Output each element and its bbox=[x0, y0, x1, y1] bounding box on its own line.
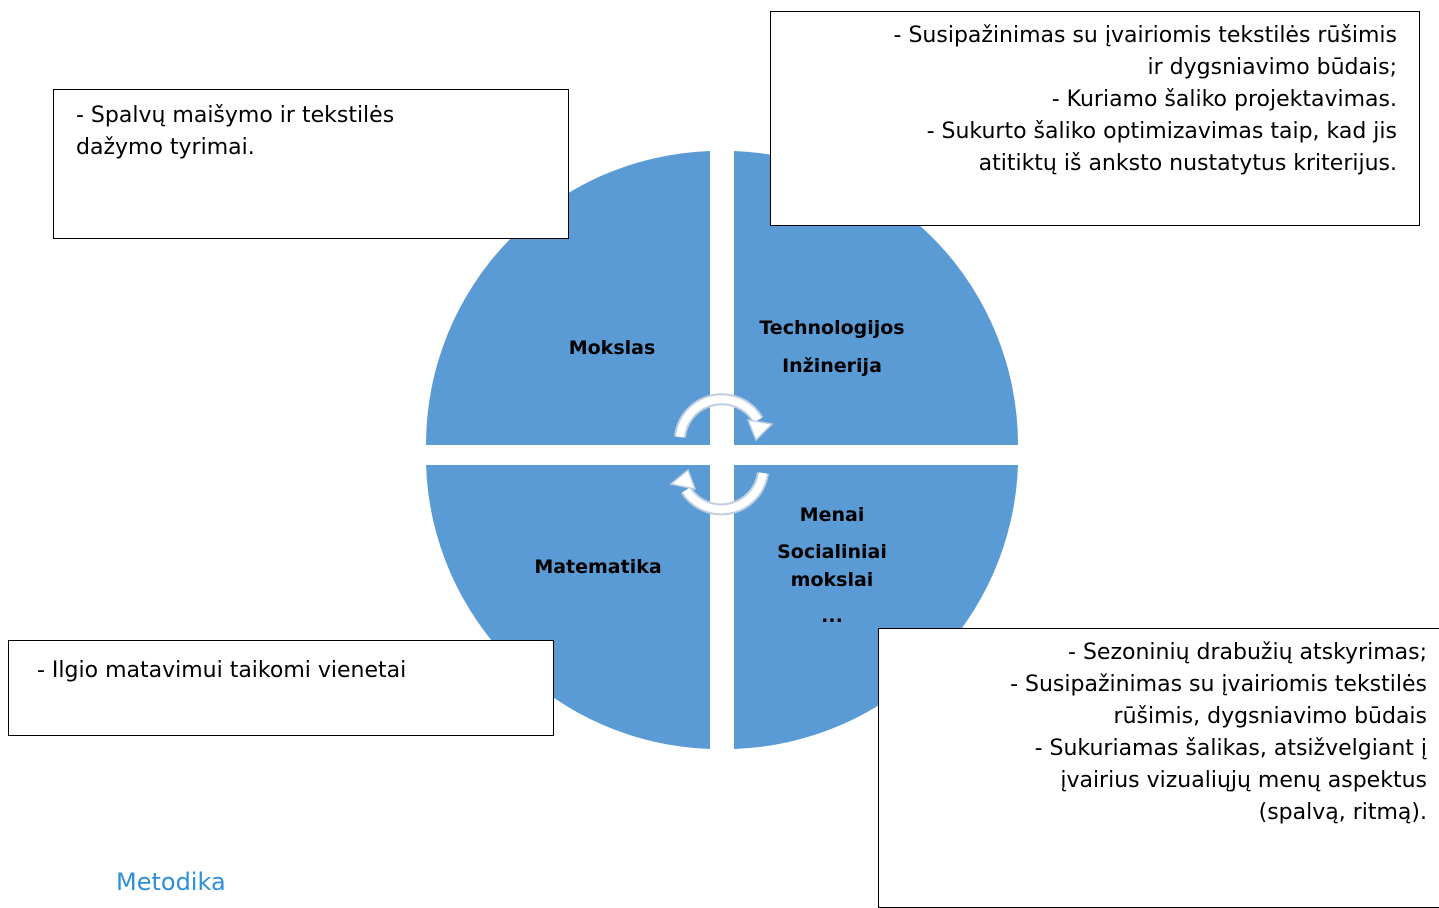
quadrant-label-inzinerija: Inžinerija bbox=[782, 355, 882, 377]
callout-text-line: atitiktų iš anksto nustatytus kriterijus… bbox=[978, 151, 1397, 176]
callout-text-line: ir dygsniavimo būdais; bbox=[1147, 55, 1397, 80]
callout-text-line: dažymo tyrimai. bbox=[76, 135, 255, 160]
methodology-link[interactable]: Metodika bbox=[116, 868, 226, 896]
quadrant-bottom-right bbox=[734, 465, 1018, 749]
quadrant-label-technologijos: Technologijos bbox=[759, 317, 904, 339]
quadrant-label-mokslas: Mokslas bbox=[569, 337, 656, 359]
quadrant-label-matematika: Matematika bbox=[534, 556, 661, 578]
callout-text-line: rūšimis, dygsniavimo būdais bbox=[1113, 704, 1427, 729]
callout-text-line: - Susipažinimas su įvairiomis tekstilės bbox=[1010, 672, 1427, 697]
quadrant-label-menai: Menai bbox=[800, 504, 865, 526]
callout-text-line: - Sezoninių drabužių atskyrimas; bbox=[1068, 640, 1427, 665]
callout-text-line: įvairius vizualiųjų menų aspektus bbox=[1060, 768, 1427, 793]
quadrant-bottom-left bbox=[426, 465, 710, 749]
callout-text-line: - Kuriamo šaliko projektavimas. bbox=[1051, 87, 1397, 112]
callout-text-line: - Ilgio matavimui taikomi vienetai bbox=[37, 658, 407, 683]
callout-text-line: (spalvą, ritmą). bbox=[1258, 800, 1427, 825]
cycle-arrow-bottom-icon bbox=[669, 468, 769, 516]
callout-box-math: - Ilgio matavimui taikomi vienetai bbox=[8, 640, 554, 736]
quadrant-label-ellipsis: ... bbox=[821, 605, 843, 627]
callout-box-arts: - Sezoninių drabužių atskyrimas; - Susip… bbox=[878, 628, 1439, 908]
callout-text-line: - Sukurto šaliko optimizavimas taip, kad… bbox=[926, 119, 1397, 144]
callout-text-line: - Sukuriamas šalikas, atsižvelgiant į bbox=[1034, 736, 1427, 761]
quadrant-top-left bbox=[425, 151, 710, 445]
callout-box-science: - Spalvų maišymo ir tekstilės dažymo tyr… bbox=[53, 89, 569, 239]
callout-box-technology: - Susipažinimas su įvairiomis tekstilės … bbox=[770, 11, 1420, 226]
quadrant-label-socialiniai: Socialiniai bbox=[777, 541, 887, 563]
quadrant-label-mokslai: mokslai bbox=[791, 569, 874, 591]
cycle-arrow-top-icon bbox=[674, 393, 774, 442]
callout-text-line: - Susipažinimas su įvairiomis tekstilės … bbox=[893, 23, 1397, 48]
callout-text-line: - Spalvų maišymo ir tekstilės bbox=[76, 103, 395, 128]
